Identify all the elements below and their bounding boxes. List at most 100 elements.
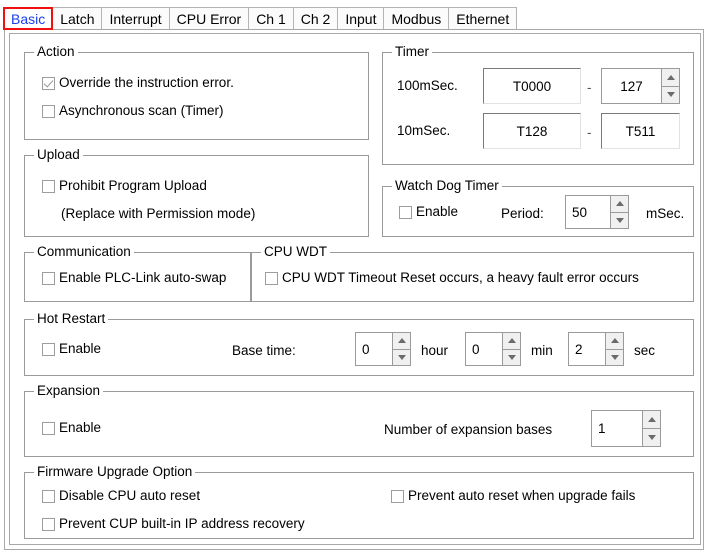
- watchdog-period-label: Period:: [501, 206, 544, 221]
- checkbox-override-instruction-error[interactable]: Override the instruction error.: [42, 75, 234, 91]
- checkbox-box[interactable]: [42, 342, 55, 356]
- hot-restart-hour-value: 0: [356, 333, 392, 365]
- group-watchdog-legend: Watch Dog Timer: [392, 178, 502, 194]
- spinner-down-button[interactable]: [393, 349, 410, 365]
- arrow-down-icon: [397, 354, 406, 360]
- checkbox-box[interactable]: [42, 421, 55, 435]
- arrow-up-icon: [615, 201, 624, 207]
- checkbox-box[interactable]: [42, 517, 55, 531]
- upload-note: (Replace with Permission mode): [61, 206, 256, 221]
- timer-10msec-end-value: T511: [625, 123, 656, 139]
- spinner-down-button[interactable]: [503, 349, 520, 365]
- group-firmware-upgrade-option: Firmware Upgrade Option Disable CPU auto…: [24, 464, 694, 539]
- timer-100msec-start-field[interactable]: T0000: [483, 68, 581, 104]
- checkbox-box[interactable]: [42, 271, 55, 285]
- timer-10msec-start-value: T128: [516, 123, 548, 139]
- timer-100msec-separator: -: [587, 80, 592, 95]
- checkbox-box[interactable]: [42, 489, 55, 503]
- spinner-up-button[interactable]: [393, 333, 410, 350]
- tab-modbus[interactable]: Modbus: [383, 7, 450, 30]
- spinner-up-button[interactable]: [606, 333, 623, 350]
- arrow-down-icon: [647, 435, 656, 440]
- tab-label: Latch: [60, 11, 95, 27]
- group-cpu-wdt: CPU WDT CPU WDT Timeout Reset occurs, a …: [251, 244, 694, 302]
- checkbox-prevent-cup-ip-recovery[interactable]: Prevent CUP built-in IP address recovery: [42, 516, 305, 532]
- group-timer-legend: Timer: [392, 44, 432, 60]
- tab-label: Ethernet: [456, 11, 510, 27]
- tab-latch[interactable]: Latch: [52, 7, 103, 30]
- checkbox-label: Disable CPU auto reset: [59, 488, 201, 503]
- timer-10msec-end-field[interactable]: T511: [601, 113, 680, 149]
- checkbox-box[interactable]: [391, 489, 404, 503]
- tab-label: CPU Error: [176, 11, 242, 27]
- arrow-down-icon: [610, 354, 619, 360]
- checkbox-box[interactable]: [42, 179, 55, 193]
- spinner-buttons: [392, 333, 410, 365]
- timer-100msec-label: 100mSec.: [397, 78, 458, 93]
- checkbox-prevent-auto-reset-upgrade-fails[interactable]: Prevent auto reset when upgrade fails: [391, 488, 635, 504]
- tab-label: Interrupt: [109, 11, 162, 27]
- checkbox-box[interactable]: [265, 271, 278, 285]
- spinner-up-button[interactable]: [662, 69, 679, 87]
- group-upload-legend: Upload: [34, 147, 83, 163]
- checkbox-enable-plc-link-auto-swap[interactable]: Enable PLC-Link auto-swap: [42, 270, 226, 286]
- checkbox-label: Enable: [416, 204, 459, 219]
- checkbox-box[interactable]: [399, 205, 412, 219]
- checkbox-label: Prevent auto reset when upgrade fails: [408, 488, 636, 503]
- tab-ch-2[interactable]: Ch 2: [292, 7, 339, 30]
- checkbox-watchdog-enable[interactable]: Enable: [399, 204, 458, 220]
- spinner-down-button[interactable]: [662, 86, 679, 103]
- checkbox-prohibit-program-upload[interactable]: Prohibit Program Upload: [42, 178, 207, 194]
- hot-restart-sec-value: 2: [569, 333, 605, 365]
- checkbox-cpu-wdt-timeout-reset[interactable]: CPU WDT Timeout Reset occurs, a heavy fa…: [265, 270, 639, 286]
- group-timer: Timer 100mSec. T0000 - 127 10mSec. T128 …: [382, 44, 694, 165]
- spinner-down-button[interactable]: [606, 349, 623, 365]
- hot-restart-sec-spinner[interactable]: 2: [568, 332, 624, 366]
- tab-interrupt[interactable]: Interrupt: [101, 7, 170, 30]
- spinner-up-button[interactable]: [611, 196, 628, 213]
- tab-ethernet[interactable]: Ethernet: [448, 7, 518, 30]
- expansion-bases-label: Number of expansion bases: [384, 422, 553, 437]
- checkbox-label: Prohibit Program Upload: [59, 178, 207, 193]
- tab-cpu-error[interactable]: CPU Error: [168, 7, 250, 30]
- watchdog-period-spinner[interactable]: 50: [565, 195, 629, 229]
- spinner-down-button[interactable]: [611, 212, 628, 228]
- arrow-down-icon: [615, 217, 624, 223]
- arrow-up-icon: [610, 338, 619, 344]
- timer-100msec-end-value: 127: [602, 69, 661, 103]
- group-communication: Communication Enable PLC-Link auto-swap: [24, 244, 251, 302]
- watchdog-period-unit: mSec.: [646, 206, 685, 221]
- group-upload: Upload Prohibit Program Upload (Replace …: [24, 147, 369, 237]
- checkbox-box[interactable]: [42, 76, 55, 90]
- checkbox-label: CPU WDT Timeout Reset occurs, a heavy fa…: [282, 270, 639, 285]
- expansion-bases-value: 1: [592, 411, 642, 446]
- checkbox-expansion-enable[interactable]: Enable: [42, 420, 101, 436]
- checkbox-disable-cpu-auto-reset[interactable]: Disable CPU auto reset: [42, 488, 200, 504]
- hot-restart-min-value: 0: [466, 333, 502, 365]
- timer-10msec-start-field[interactable]: T128: [483, 113, 581, 149]
- spinner-up-button[interactable]: [503, 333, 520, 350]
- tab-ch-1[interactable]: Ch 1: [248, 7, 294, 30]
- checkbox-asynchronous-scan[interactable]: Asynchronous scan (Timer): [42, 103, 224, 119]
- spinner-buttons: [605, 333, 623, 365]
- arrow-up-icon: [507, 338, 516, 344]
- checkbox-label: Asynchronous scan (Timer): [59, 103, 224, 118]
- checkbox-box[interactable]: [42, 104, 55, 118]
- spinner-down-button[interactable]: [643, 429, 660, 446]
- hot-restart-sec-unit: sec: [634, 343, 656, 358]
- watchdog-period-value: 50: [566, 196, 610, 228]
- timer-100msec-end-spinner[interactable]: 127: [601, 68, 680, 104]
- hot-restart-base-time-label: Base time:: [232, 343, 296, 358]
- expansion-bases-spinner[interactable]: 1: [591, 410, 661, 447]
- checkbox-label: Enable: [59, 341, 102, 356]
- tab-basic[interactable]: Basic: [3, 7, 54, 30]
- tab-strip: Basic Latch Interrupt CPU Error Ch 1 Ch …: [0, 0, 714, 30]
- hot-restart-hour-unit: hour: [421, 343, 449, 358]
- hot-restart-hour-spinner[interactable]: 0: [355, 332, 411, 366]
- spinner-up-button[interactable]: [643, 411, 660, 429]
- group-cpu-wdt-legend: CPU WDT: [261, 244, 330, 260]
- tab-content-panel: Action Override the instruction error. A…: [4, 29, 704, 550]
- tab-input[interactable]: Input: [337, 7, 385, 30]
- checkbox-hot-restart-enable[interactable]: Enable: [42, 341, 101, 357]
- hot-restart-min-spinner[interactable]: 0: [465, 332, 521, 366]
